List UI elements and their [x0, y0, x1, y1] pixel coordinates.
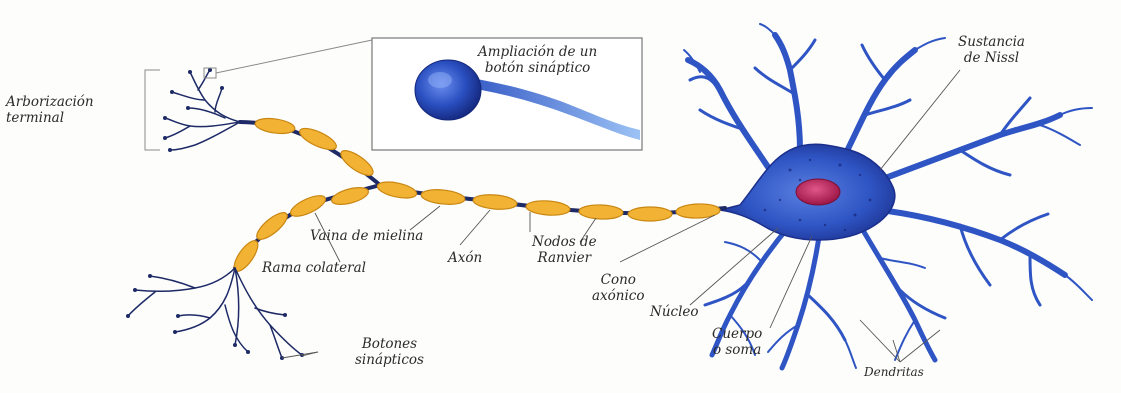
- nissl-label: Sustancia de Nissl: [958, 34, 1025, 66]
- nucleus-label: Núcleo: [650, 304, 699, 320]
- collateral-label: Rama colateral: [262, 260, 366, 276]
- buttons-label: Botones sinápticos: [355, 336, 424, 368]
- collateral-arborization: [128, 268, 302, 358]
- arborization-label: Arborización terminal: [6, 94, 94, 126]
- nucleus: [796, 179, 840, 205]
- dendrites-label: Dendritas: [864, 364, 924, 380]
- soma-label: Cuerpo o soma: [712, 326, 762, 358]
- inset-title-label: Ampliación de un botón sináptico: [478, 44, 597, 76]
- terminal-arborization: [165, 70, 240, 150]
- axon-label: Axón: [448, 250, 482, 266]
- ranvier-label: Nodos de Ranvier: [532, 234, 597, 266]
- hillock-label: Cono axónico: [592, 272, 645, 304]
- myelin-label: Vaina de mielina: [310, 228, 423, 244]
